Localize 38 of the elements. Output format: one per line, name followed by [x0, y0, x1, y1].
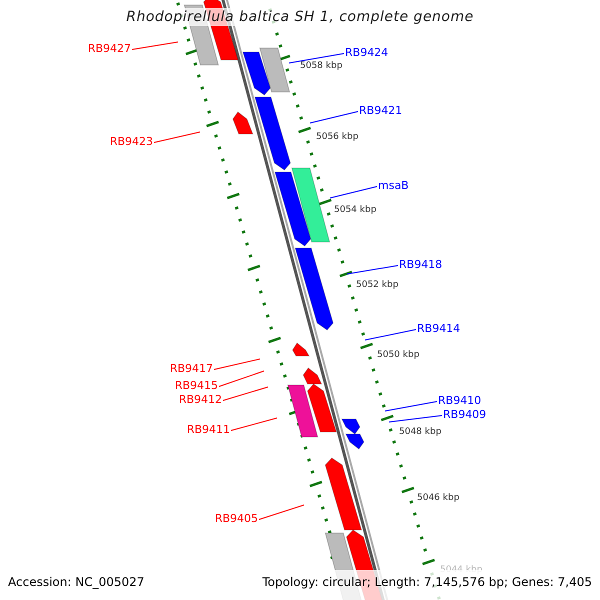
gene-label: RB9409	[443, 408, 486, 421]
gene-label: RB9415	[174, 379, 218, 392]
leader-line	[214, 358, 260, 370]
leader-line	[346, 265, 398, 274]
gene-label: RB9411	[186, 423, 230, 436]
leader-line	[384, 401, 438, 412]
leader-line	[330, 186, 378, 198]
gene-label: RB9424	[345, 46, 388, 59]
gene-label: RB9412	[178, 393, 222, 406]
gene-label: RB9421	[359, 104, 402, 117]
leader-line	[218, 370, 264, 387]
leader-line	[288, 53, 344, 64]
leader-line	[388, 415, 442, 422]
gene-label: RB9423	[110, 135, 153, 148]
scale-label: 5058 kbp	[300, 61, 342, 72]
gene-label: RB9414	[417, 322, 460, 335]
gene-label: RB9410	[438, 394, 482, 407]
leader-line	[154, 132, 200, 143]
scale-label: 5054 kbp	[334, 205, 376, 216]
leader-line	[132, 42, 178, 50]
info-text: Accession: NC_005027	[8, 575, 144, 589]
leader-line	[310, 111, 358, 124]
leader-line	[364, 329, 416, 340]
gene-label: RB9417	[170, 362, 213, 375]
scale-label: 5046 kbp	[417, 493, 460, 504]
leader-line	[222, 386, 268, 401]
scale-label: 5044 kbp	[440, 565, 482, 576]
gene-label: RB9427	[88, 42, 131, 55]
scale-label: 5052 kbp	[356, 280, 398, 291]
gene-label: msaB	[378, 179, 409, 192]
scale-label: 5050 kbp	[377, 350, 420, 361]
info-text: Topology: circular; Length: 7,145,576 bp; Genes: 7,405	[262, 575, 592, 589]
gene-label: RB9418	[399, 258, 442, 271]
leader-line	[230, 418, 278, 431]
scale-label: 5048 kbp	[399, 427, 442, 438]
scale-label: 5056 kbp	[316, 132, 358, 143]
leader-line	[258, 504, 304, 520]
gene-label: RB9405	[214, 512, 258, 525]
